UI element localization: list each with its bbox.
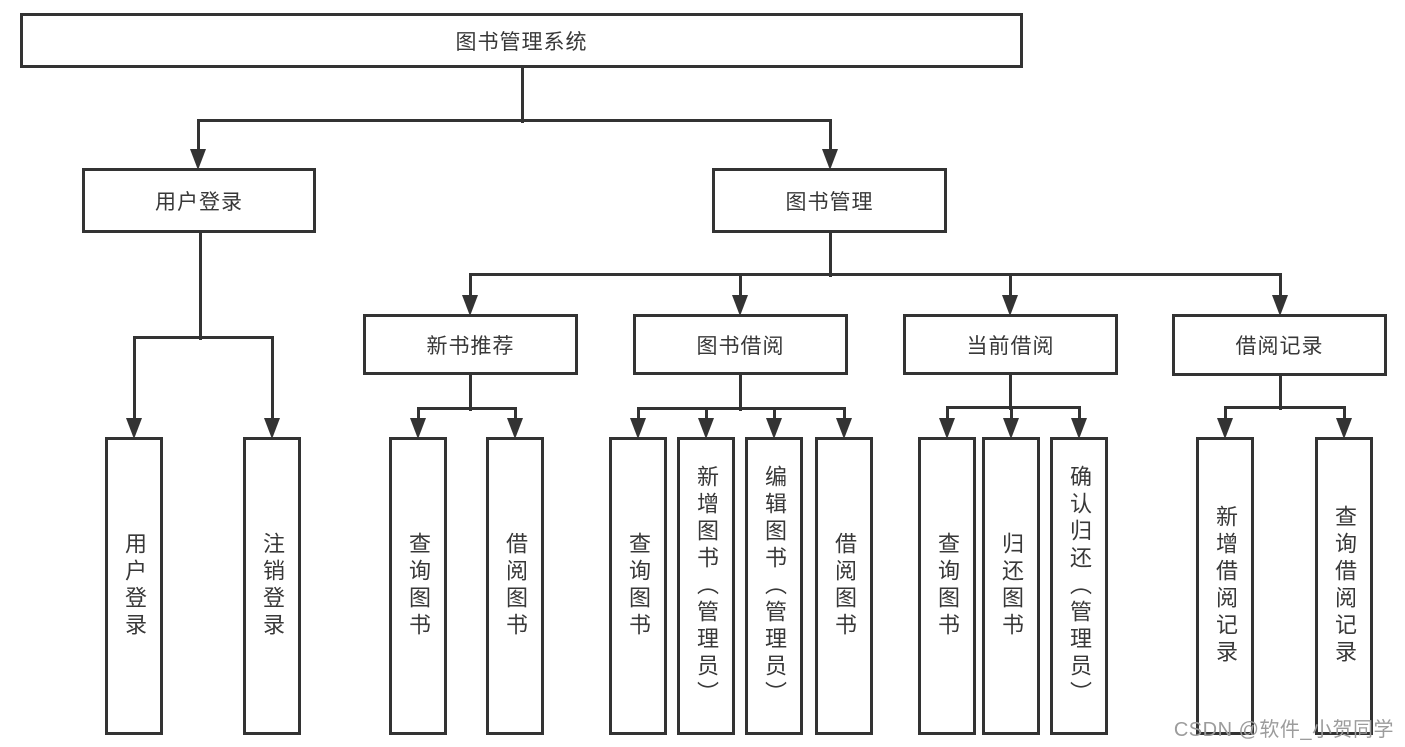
node-leaf-query-book-3: 查询图书 — [918, 437, 976, 735]
connector-segment — [636, 406, 846, 410]
arrow-stem — [842, 406, 846, 423]
arrow-stem — [132, 335, 136, 423]
node-book-management: 图书管理 — [712, 168, 947, 233]
node-label: 新增借阅记录 — [1213, 505, 1238, 667]
node-book-borrowing: 图书借阅 — [633, 314, 848, 375]
node-label: 编辑图书（管理员） — [762, 464, 787, 708]
arrowhead-down-icon — [126, 418, 142, 439]
node-leaf-query-book-1: 查询图书 — [389, 437, 447, 735]
arrow-stem — [828, 118, 832, 154]
arrow-stem — [704, 406, 708, 423]
connector-segment — [520, 66, 524, 123]
arrowhead-down-icon — [939, 418, 955, 439]
arrowhead-down-icon — [507, 418, 523, 439]
arrow-stem — [1077, 405, 1081, 423]
arrowhead-down-icon — [462, 295, 478, 316]
arrow-stem — [416, 406, 420, 423]
node-label: 注销登录 — [260, 532, 285, 640]
node-leaf-query-book-2: 查询图书 — [609, 437, 667, 735]
node-label: 借阅图书 — [832, 532, 857, 640]
connector-segment — [196, 118, 832, 122]
node-leaf-add-book-admin: 新增图书（管理员） — [677, 437, 735, 735]
arrow-stem — [196, 118, 200, 154]
connector-segment — [1223, 405, 1346, 409]
node-leaf-borrow-book-1: 借阅图书 — [486, 437, 544, 735]
arrow-stem — [270, 335, 274, 423]
arrowhead-down-icon — [1003, 418, 1019, 439]
node-borrowing-records: 借阅记录 — [1172, 314, 1387, 376]
arrow-stem — [468, 272, 472, 300]
node-label: 图书管理系统 — [455, 30, 588, 54]
arrowhead-down-icon — [1217, 418, 1233, 439]
node-label: 查询图书 — [626, 532, 651, 640]
node-leaf-user-login: 用户登录 — [105, 437, 163, 735]
arrow-stem — [1008, 272, 1012, 300]
arrow-stem — [1278, 272, 1282, 300]
connector-segment — [468, 272, 1282, 276]
connector-segment — [1278, 374, 1282, 410]
node-label: 确认归还（管理员） — [1067, 464, 1092, 708]
arrowhead-down-icon — [1071, 418, 1087, 439]
arrowhead-down-icon — [732, 295, 748, 316]
arrow-stem — [738, 272, 742, 300]
node-leaf-edit-book-admin: 编辑图书（管理员） — [745, 437, 803, 735]
arrowhead-down-icon — [1002, 295, 1018, 316]
connector-segment — [738, 373, 742, 411]
arrowhead-down-icon — [836, 418, 852, 439]
node-label: 图书借阅 — [696, 334, 785, 358]
node-label: 查询图书 — [406, 532, 431, 640]
connector-segment — [132, 335, 274, 339]
node-leaf-add-borrow-record: 新增借阅记录 — [1196, 437, 1254, 735]
watermark-text: CSDN @软件_小贺同学 — [1173, 719, 1394, 741]
arrow-stem — [1009, 405, 1013, 423]
node-leaf-query-borrow-record: 查询借阅记录 — [1315, 437, 1373, 735]
arrowhead-down-icon — [630, 418, 646, 439]
arrowhead-down-icon — [264, 418, 280, 439]
arrowhead-down-icon — [190, 149, 206, 170]
node-label: 借阅记录 — [1235, 335, 1324, 358]
node-label: 查询图书 — [935, 532, 960, 640]
node-new-book-recommend: 新书推荐 — [363, 314, 578, 375]
arrow-stem — [1223, 405, 1227, 423]
node-label: 归还图书 — [999, 532, 1024, 640]
watermark: CSDN @软件_小贺同学 — [1174, 713, 1394, 742]
node-leaf-return-book: 归还图书 — [982, 437, 1040, 735]
connector-segment — [1008, 373, 1012, 410]
arrowhead-down-icon — [698, 418, 714, 439]
connector-segment — [198, 231, 202, 340]
node-label: 用户登录 — [122, 532, 147, 640]
node-leaf-confirm-return-admin: 确认归还（管理员） — [1050, 437, 1108, 735]
node-root: 图书管理系统 — [20, 13, 1023, 68]
connector-segment — [828, 231, 832, 277]
node-label: 用户登录 — [155, 190, 243, 214]
connector-segment — [468, 373, 472, 411]
arrowhead-down-icon — [410, 418, 426, 439]
arrow-stem — [945, 405, 949, 423]
arrowhead-down-icon — [1336, 418, 1352, 439]
arrow-stem — [772, 406, 776, 423]
arrowhead-down-icon — [766, 418, 782, 439]
connector-segment — [945, 405, 1081, 409]
arrowhead-down-icon — [822, 149, 838, 170]
arrow-stem — [636, 406, 640, 423]
node-current-borrowing: 当前借阅 — [903, 314, 1118, 375]
node-leaf-borrow-book-2: 借阅图书 — [815, 437, 873, 735]
connector-segment — [416, 406, 517, 410]
node-leaf-logout: 注销登录 — [243, 437, 301, 735]
node-label: 当前借阅 — [966, 334, 1055, 358]
node-label: 新书推荐 — [426, 334, 515, 358]
arrow-stem — [1342, 405, 1346, 423]
node-label: 借阅图书 — [503, 532, 528, 640]
node-label: 查询借阅记录 — [1332, 505, 1357, 667]
arrow-stem — [513, 406, 517, 423]
node-user-login: 用户登录 — [82, 168, 316, 233]
node-label: 图书管理 — [785, 190, 874, 214]
arrowhead-down-icon — [1272, 295, 1288, 316]
node-label: 新增图书（管理员） — [694, 464, 719, 708]
